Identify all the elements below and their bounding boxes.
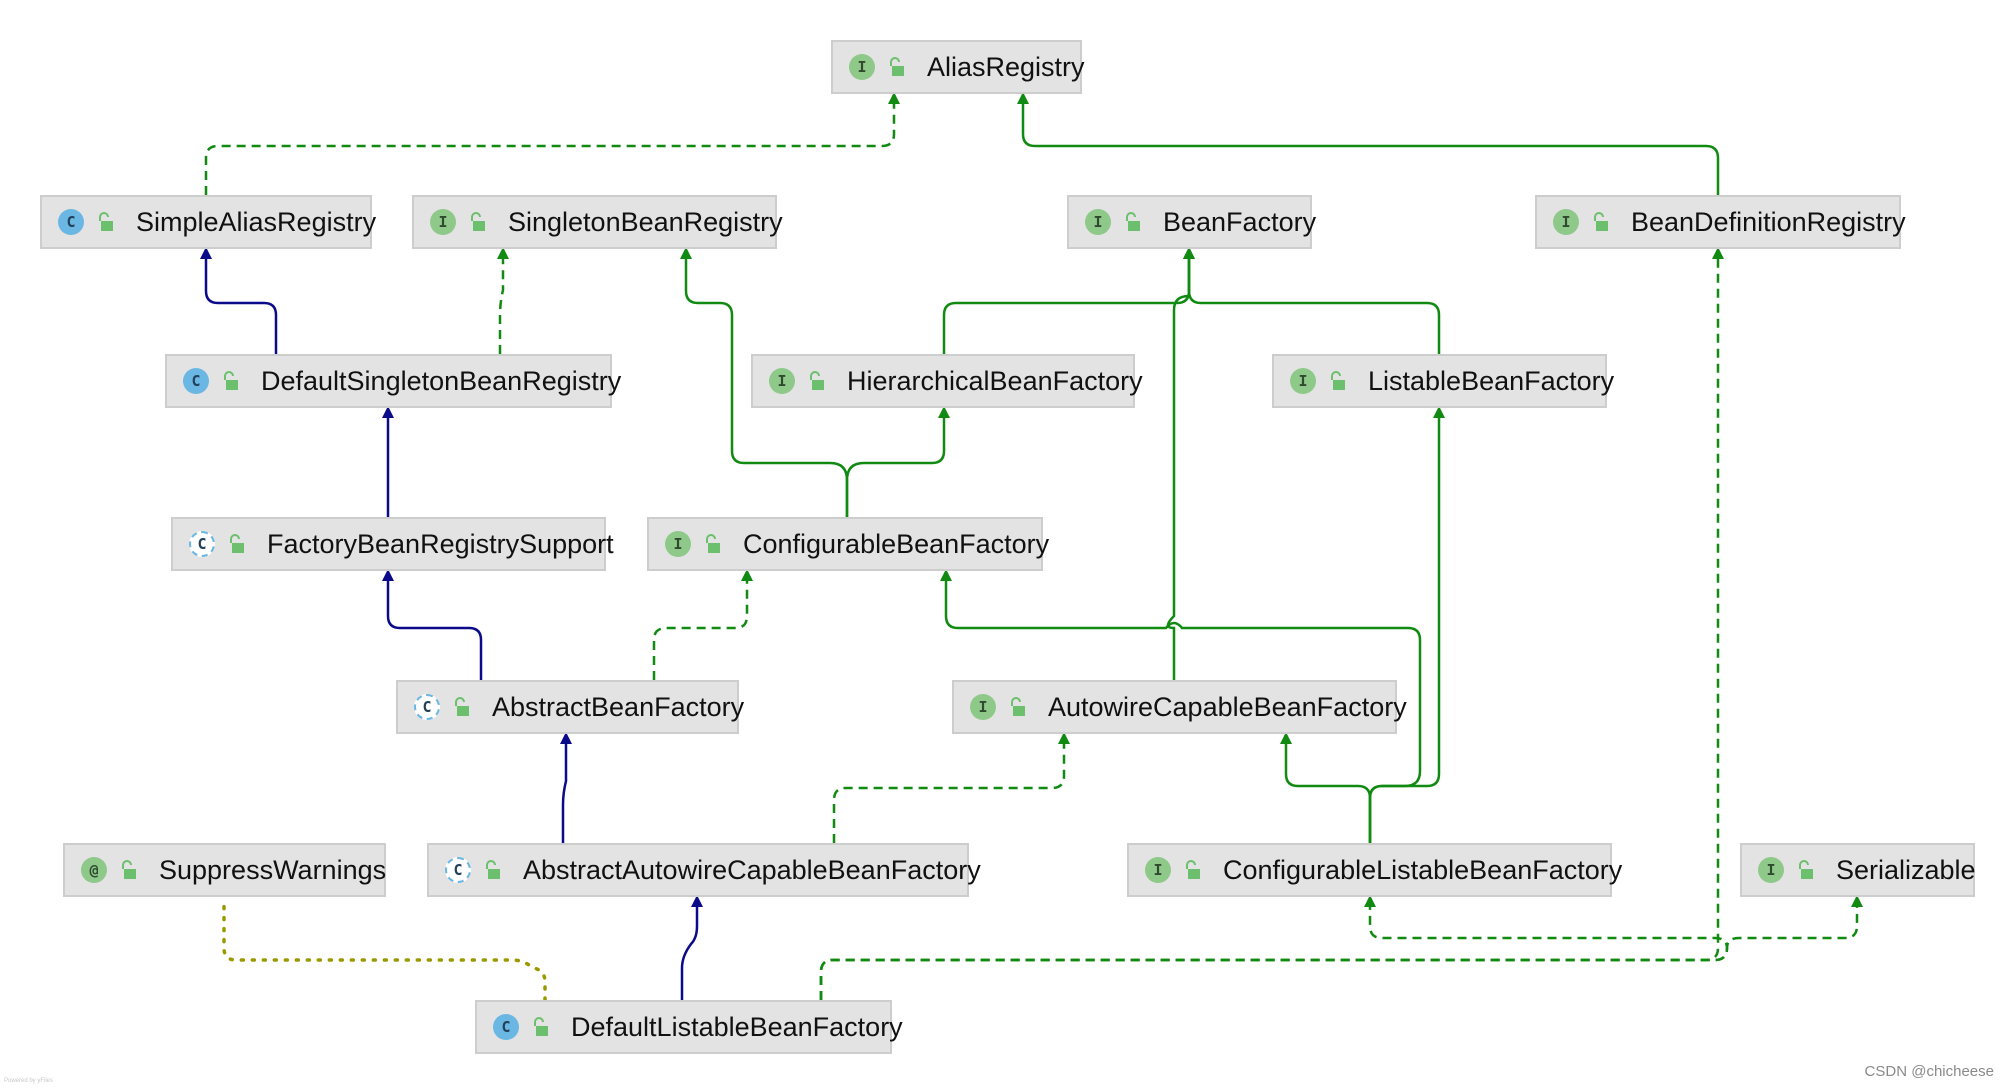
node-label: ListableBeanFactory xyxy=(1368,365,1615,396)
abstract-type-icon: C xyxy=(414,694,440,720)
edge-extends-interface xyxy=(680,247,849,517)
edge-extends-interface xyxy=(1280,732,1372,843)
edge-extends-interface xyxy=(1017,92,1720,195)
node-listable-bean-factory[interactable]: I ListableBeanFactory xyxy=(1272,354,1614,408)
edge-annotated-by xyxy=(222,899,547,1002)
node-bean-definition-registry[interactable]: I BeanDefinitionRegistry xyxy=(1535,195,1906,249)
interface-type-icon: I xyxy=(970,694,996,720)
node-default-singleton-bean-registry[interactable]: C DefaultSingletonBeanRegistry xyxy=(165,354,621,408)
edge-extends-interface xyxy=(942,247,1195,354)
abstract-type-icon: C xyxy=(189,531,215,557)
node-default-listable-bean-factory[interactable]: C DefaultListableBeanFactory xyxy=(475,1000,903,1054)
watermark: CSDN @chicheese xyxy=(1864,1063,1994,1080)
public-lock-icon xyxy=(122,860,136,879)
node-label: SuppressWarnings xyxy=(159,854,387,885)
edge-implements xyxy=(204,92,900,195)
node-label: SingletonBeanRegistry xyxy=(508,206,783,237)
node-label: DefaultListableBeanFactory xyxy=(571,1011,903,1042)
public-lock-icon xyxy=(471,212,485,231)
interface-type-icon: I xyxy=(1145,857,1171,883)
node-label: AbstractAutowireCapableBeanFactory xyxy=(523,854,981,885)
powered-by: Powered by yFiles xyxy=(4,1078,54,1084)
node-label: SimpleAliasRegistry xyxy=(136,206,377,237)
edge-extends-interface xyxy=(845,406,950,517)
node-abstract-bean-factory[interactable]: C AbstractBeanFactory xyxy=(396,680,744,734)
node-label: ConfigurableBeanFactory xyxy=(743,528,1050,559)
public-lock-icon xyxy=(1186,860,1200,879)
node-alias-registry[interactable]: I AliasRegistry xyxy=(831,40,1085,94)
public-lock-icon xyxy=(810,371,824,390)
node-autowire-capable-bean-factory[interactable]: I AutowireCapableBeanFactory xyxy=(952,680,1407,734)
public-lock-icon xyxy=(706,534,720,553)
abstract-type-icon: C xyxy=(445,857,471,883)
node-label: HierarchicalBeanFactory xyxy=(847,365,1143,396)
annotation-type-icon: @ xyxy=(81,857,107,883)
node-suppress-warnings[interactable]: @ SuppressWarnings xyxy=(63,843,386,897)
edge-extends-class xyxy=(560,732,572,843)
node-label: AutowireCapableBeanFactory xyxy=(1048,691,1407,722)
node-hierarchical-bean-factory[interactable]: I HierarchicalBeanFactory xyxy=(751,354,1143,408)
public-lock-icon xyxy=(230,534,244,553)
public-lock-icon xyxy=(890,57,904,76)
node-configurable-bean-factory[interactable]: I ConfigurableBeanFactory xyxy=(647,517,1049,571)
public-lock-icon xyxy=(486,860,500,879)
node-singleton-bean-registry[interactable]: I SingletonBeanRegistry xyxy=(412,195,783,249)
interface-type-icon: I xyxy=(430,209,456,235)
node-bean-factory[interactable]: I BeanFactory xyxy=(1067,195,1316,249)
edge-extends-class xyxy=(382,569,483,680)
class-type-icon: C xyxy=(493,1014,519,1040)
public-lock-icon xyxy=(99,212,113,231)
interface-type-icon: I xyxy=(1290,368,1316,394)
node-label: AbstractBeanFactory xyxy=(492,691,745,722)
edges-layer xyxy=(200,92,1863,1002)
node-abstract-autowire-capable-bean-factory[interactable]: C AbstractAutowireCapableBeanFactory xyxy=(427,843,981,897)
edge-extends-interface xyxy=(1166,247,1195,680)
node-factory-bean-registry-support[interactable]: C FactoryBeanRegistrySupport xyxy=(171,517,614,571)
node-label: FactoryBeanRegistrySupport xyxy=(267,528,614,559)
edge-implements xyxy=(819,895,1729,1000)
public-lock-icon xyxy=(1331,371,1345,390)
edge-implements xyxy=(497,247,509,354)
node-label: AliasRegistry xyxy=(927,51,1085,82)
node-serializable[interactable]: I Serializable xyxy=(1740,843,1976,897)
edge-extends-class xyxy=(200,247,278,354)
interface-type-icon: I xyxy=(1085,209,1111,235)
edge-implements xyxy=(832,732,1070,843)
interface-type-icon: I xyxy=(1758,857,1784,883)
node-label: Serializable xyxy=(1836,854,1976,885)
node-configurable-listable-bean-factory[interactable]: I ConfigurableListableBeanFactory xyxy=(1127,843,1622,897)
public-lock-icon xyxy=(1011,697,1025,716)
public-lock-icon xyxy=(534,1017,548,1036)
class-type-icon: C xyxy=(58,209,84,235)
public-lock-icon xyxy=(1594,212,1608,231)
interface-type-icon: I xyxy=(849,54,875,80)
public-lock-icon xyxy=(1126,212,1140,231)
edge-implements xyxy=(819,895,1863,1000)
node-simple-alias-registry[interactable]: C SimpleAliasRegistry xyxy=(40,195,376,249)
class-type-icon: C xyxy=(183,368,209,394)
interface-type-icon: I xyxy=(665,531,691,557)
edge-extends-class xyxy=(680,895,703,1000)
interface-type-icon: I xyxy=(1553,209,1579,235)
public-lock-icon xyxy=(224,371,238,390)
public-lock-icon xyxy=(1799,860,1813,879)
node-label: DefaultSingletonBeanRegistry xyxy=(261,365,622,396)
node-label: ConfigurableListableBeanFactory xyxy=(1223,854,1623,885)
edge-implements xyxy=(652,569,753,680)
edge-extends-interface xyxy=(1368,406,1445,843)
node-label: BeanFactory xyxy=(1163,206,1317,237)
edge-extends-interface xyxy=(1183,247,1441,354)
interface-type-icon: I xyxy=(769,368,795,394)
public-lock-icon xyxy=(455,697,469,716)
node-label: BeanDefinitionRegistry xyxy=(1631,206,1906,237)
